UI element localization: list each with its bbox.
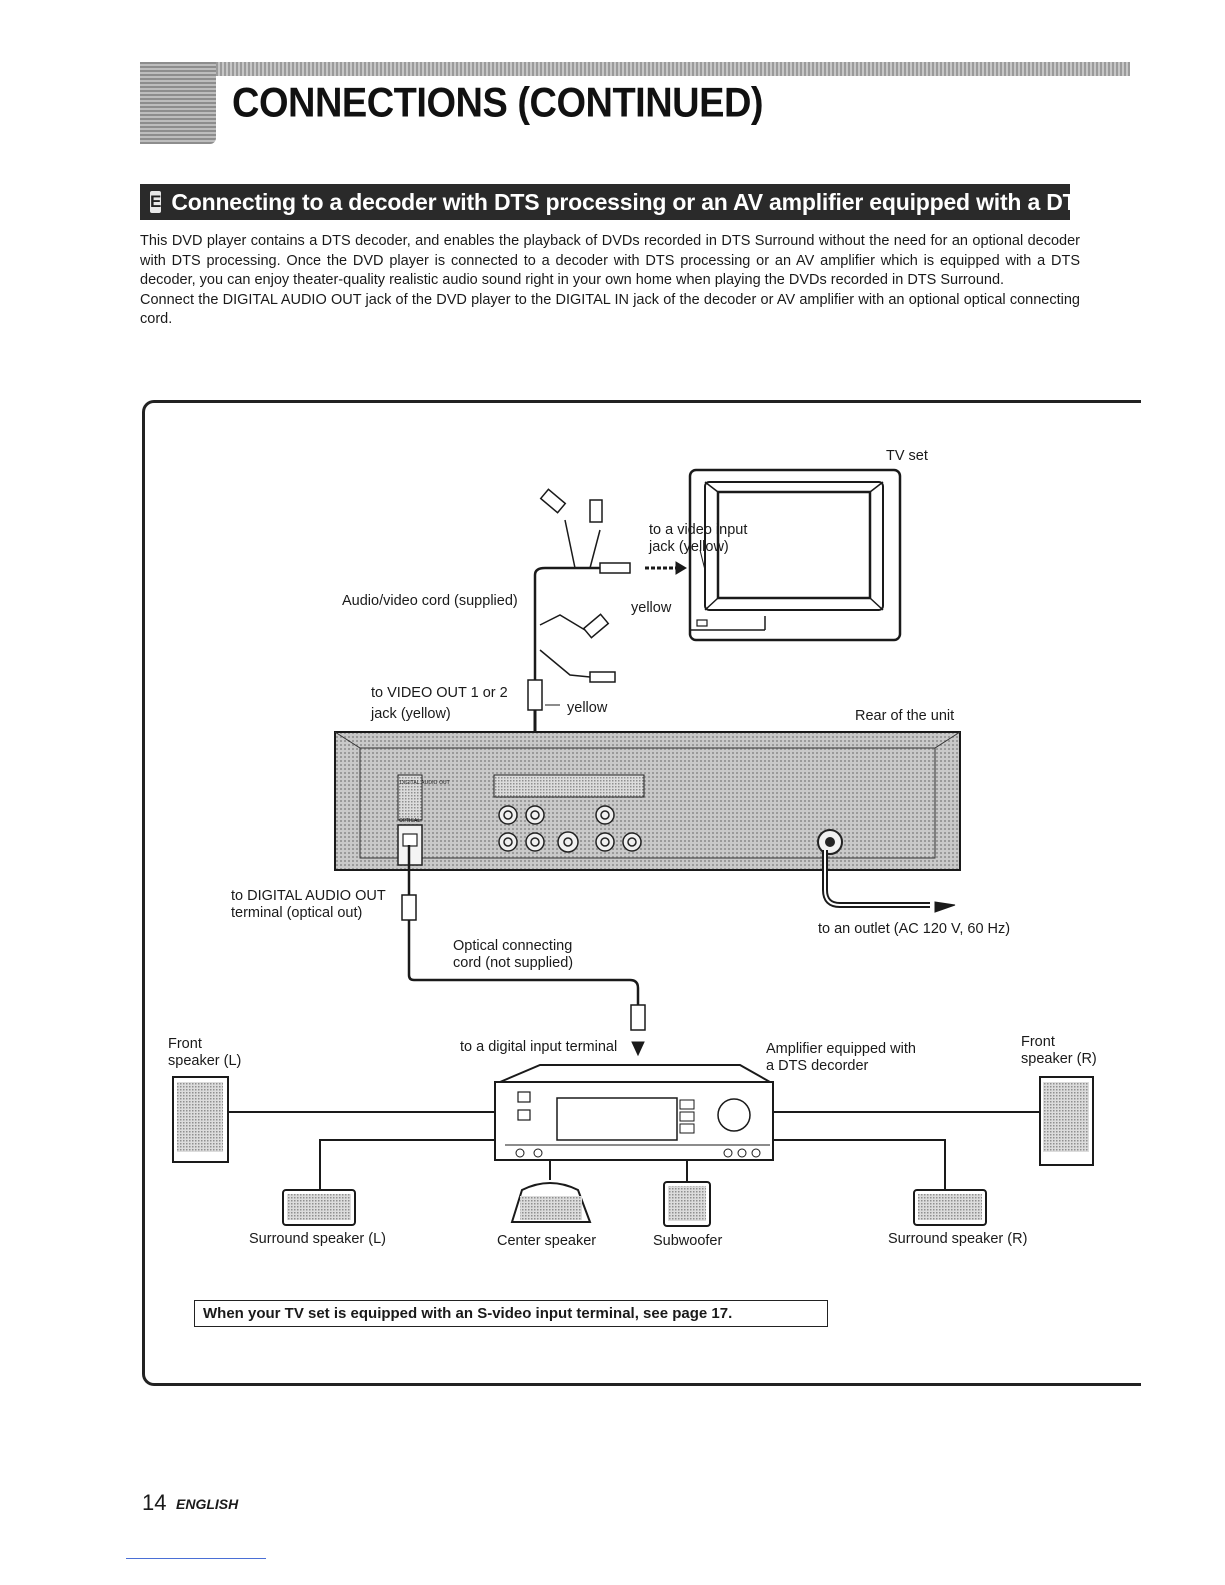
surround-speaker-left-icon [282,1189,356,1226]
tv-set-label: TV set [886,448,928,464]
power-cord-icon [822,850,956,913]
yellow-top-label: yellow [631,600,672,616]
page-number: 14 [142,1490,167,1515]
optical-cord-icon [401,845,646,1057]
tv-set-icon [688,468,902,642]
to-outlet-label: to an outlet (AC 120 V, 60 Hz) [818,921,1011,937]
dvd-player-rear-panel [334,731,961,871]
front-speaker-left-label-line1: Front [168,1036,202,1052]
section-letter-badge: E [150,191,162,213]
header-tab [140,62,216,144]
page-title: CONNECTIONS (CONTINUED) [232,80,764,127]
to-video-input-label-line2: jack (yellow) [649,539,729,555]
av-cord-icon [527,488,706,760]
intro-paragraph-1: This DVD player contains a DTS decoder, … [140,233,1080,289]
s-video-note-text: When your TV set is equipped with an S-v… [203,1305,733,1322]
subwoofer-icon [663,1181,711,1227]
front-speaker-right-label-line2: speaker (R) [1021,1051,1097,1067]
diagram-frame [142,400,1141,1386]
optical-cord-label-line1: Optical connecting [453,938,573,954]
page-language: ENGLISH [176,1496,239,1512]
front-speaker-left-label-line2: speaker (L) [168,1053,242,1069]
subwoofer-label: Subwoofer [653,1233,723,1249]
surround-speaker-right-label: Surround speaker (R) [888,1231,1028,1247]
front-speaker-left-icon [172,1076,229,1163]
yellow-bottom-label: yellow [567,700,608,716]
center-speaker-icon [510,1182,592,1223]
to-digital-audio-out-label-line1: to DIGITAL AUDIO OUT [231,888,386,904]
av-cord-label: Audio/video cord (supplied) [342,593,518,609]
speaker-wires [228,1111,1040,1190]
s-video-note-box: When your TV set is equipped with an S-v… [194,1300,828,1327]
section-title: Connecting to a decoder with DTS process… [171,188,1186,215]
panel-digital-audio-label: DIGITAL AUDIO OUT [400,780,451,786]
to-video-input-label-line1: to a video input [649,522,748,538]
amplifier-icon [494,1064,774,1161]
surround-speaker-left-label: Surround speaker (L) [249,1231,387,1247]
intro-paragraph-2: Connect the DIGITAL AUDIO OUT jack of th… [140,291,1080,328]
front-speaker-right-label-line1: Front [1021,1034,1055,1050]
surround-speaker-right-icon [913,1189,987,1226]
optical-cord-label-line2: cord (not supplied) [453,955,574,971]
center-speaker-label: Center speaker [497,1233,597,1249]
front-speaker-right-icon [1039,1076,1094,1166]
amplifier-label-line2: a DTS decorder [766,1058,869,1074]
to-digital-input-label: to a digital input terminal [460,1039,618,1055]
header-band [140,62,1130,76]
to-video-out-label-line2: jack (yellow) [371,706,451,722]
intro-text: This DVD player contains a DTS decoder, … [140,232,1080,330]
to-digital-audio-out-label-line2: terminal (optical out) [231,905,363,921]
amplifier-label-line1: Amplifier equipped with [766,1041,916,1057]
footer-rule [126,1558,266,1559]
rear-of-unit-label: Rear of the unit [855,708,955,724]
section-heading-bar: E Connecting to a decoder with DTS proce… [140,184,1186,220]
to-video-out-label-line1: to VIDEO OUT 1 or 2 [371,685,508,701]
panel-optical-label: OPTICAL [399,818,420,824]
